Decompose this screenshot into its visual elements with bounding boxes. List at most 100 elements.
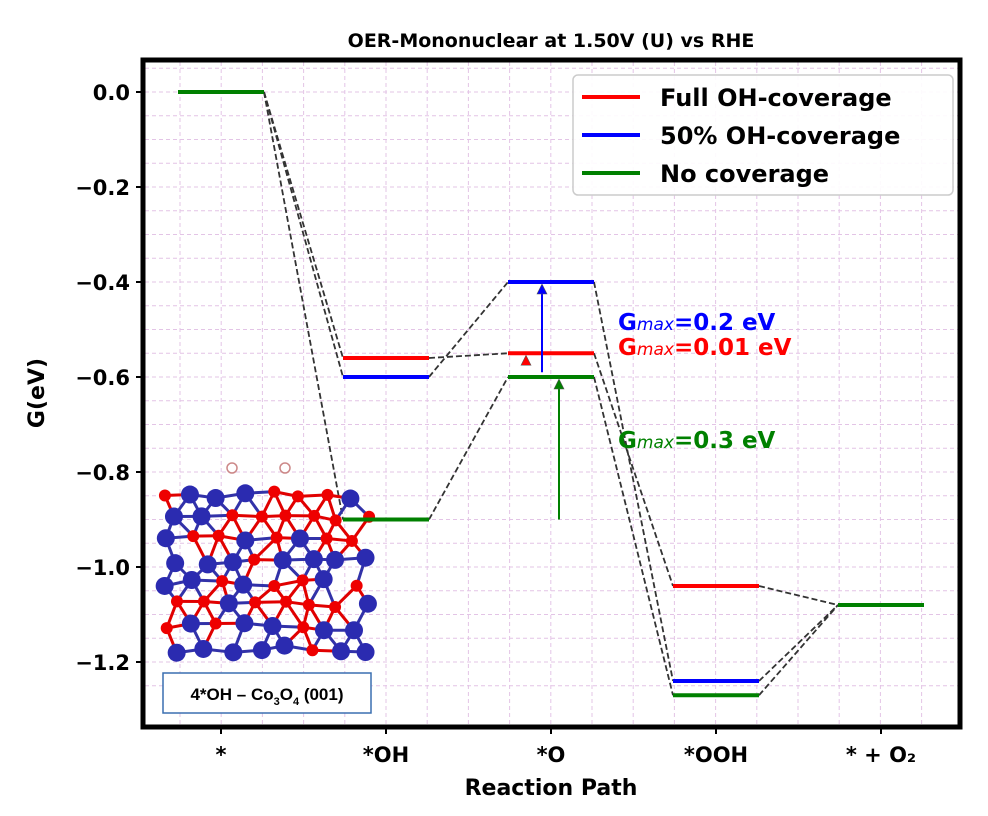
hydrogen-atom <box>226 462 238 474</box>
oxygen-atom <box>297 621 310 634</box>
hydrogen-atom <box>279 462 291 474</box>
cobalt-atom <box>198 555 217 574</box>
cobalt-atom <box>206 489 225 508</box>
x-tick-label: * <box>216 743 227 767</box>
oxygen-atom <box>345 534 358 547</box>
legend-box <box>572 74 954 196</box>
legend-label: 50% OH-coverage <box>660 122 900 150</box>
oxygen-atom <box>216 575 229 588</box>
connector-line <box>593 281 674 682</box>
oxygen-atom <box>308 509 321 522</box>
oxygen-atom <box>279 595 292 608</box>
oxygen-atom <box>296 574 309 587</box>
oxygen-atom <box>248 553 261 566</box>
cobalt-atom <box>224 643 243 662</box>
x-tick-label: *OH <box>363 743 409 767</box>
oxygen-atom <box>302 598 315 611</box>
oxygen-atom <box>329 514 342 527</box>
oxygen-atom <box>158 489 171 502</box>
cobalt-atom <box>164 507 183 526</box>
y-tick-label: −0.4 <box>75 271 130 295</box>
cobalt-atom <box>180 485 199 504</box>
gmax-annotation: Gmax=0.2 eV <box>618 310 776 336</box>
gmax-arrows <box>520 283 565 520</box>
oxygen-atom <box>187 530 200 543</box>
connector-line <box>593 352 674 587</box>
gmax-arrow-head <box>520 354 532 366</box>
cobalt-atom <box>252 641 271 660</box>
legend-label: Full OH-coverage <box>660 84 892 112</box>
cobalt-atom <box>219 594 238 613</box>
gmax-annotation: Gmax=0.3 eV <box>618 428 776 454</box>
cobalt-atom <box>167 643 186 662</box>
cobalt-atom <box>304 550 323 569</box>
connector-line <box>428 352 509 359</box>
oxygen-atom <box>270 531 283 544</box>
gmax-arrow-head <box>536 283 548 295</box>
cobalt-atom <box>181 614 200 633</box>
connector-line <box>758 585 839 606</box>
cobalt-atom <box>275 636 294 655</box>
cobalt-atom <box>341 489 360 508</box>
oxygen-atom <box>291 490 304 503</box>
y-axis-label: G(eV) <box>25 358 50 428</box>
y-tick-label: −0.8 <box>75 461 130 485</box>
cobalt-atom <box>326 550 345 569</box>
oxygen-atom <box>329 601 342 614</box>
cobalt-atom <box>358 594 377 613</box>
oxygen-atom <box>321 488 334 501</box>
oxygen-atom <box>197 595 210 608</box>
gmax-arrow-head <box>553 378 565 390</box>
oxygen-atom <box>320 532 333 545</box>
cobalt-atom <box>234 575 253 594</box>
x-axis-label: Reaction Path <box>465 776 638 801</box>
cobalt-atom <box>194 639 213 658</box>
oxygen-atom <box>268 579 281 592</box>
cobalt-atom <box>236 531 255 550</box>
oxygen-atom <box>226 509 239 522</box>
connector-line <box>758 604 839 696</box>
cobalt-atom <box>273 551 292 570</box>
cobalt-atom <box>155 576 174 595</box>
cobalt-atom <box>223 553 242 572</box>
gmax-annotation: Gmax=0.01 eV <box>618 335 792 361</box>
cobalt-atom <box>356 548 375 567</box>
oxygen-atom <box>268 485 281 498</box>
connector-line <box>263 91 344 520</box>
connector-line <box>263 91 344 378</box>
legend-label: No coverage <box>660 160 829 188</box>
connector-line <box>593 376 674 696</box>
legend: Full OH-coverage 50% OH-coverage No covera… <box>572 74 954 196</box>
cobalt-atom <box>166 554 185 573</box>
y-tick-label: −1.2 <box>75 651 130 675</box>
connector-line <box>428 281 509 378</box>
inset-label-box: 4*OH – Co3O4 (001) <box>162 672 372 714</box>
x-ticks: **OH*O*OOH* + O₂ <box>216 727 916 767</box>
y-tick-label: −0.6 <box>75 366 130 390</box>
connectors <box>263 91 839 696</box>
oxygen-atom <box>249 596 262 609</box>
cobalt-atom <box>236 484 255 503</box>
plot-frame <box>140 57 963 730</box>
cobalt-atom <box>344 621 363 640</box>
cobalt-atom <box>356 643 375 662</box>
y-tick-label: 0.0 <box>93 81 130 105</box>
connector-line <box>428 376 509 520</box>
cobalt-atom <box>235 614 254 633</box>
y-ticks: 0.0−0.2−0.4−0.6−0.8−1.0−1.2 <box>75 81 143 675</box>
cobalt-atom <box>156 529 175 548</box>
chart-title: OER-Mononuclear at 1.50V (U) vs RHE <box>348 30 755 52</box>
cobalt-atom <box>192 507 211 526</box>
cobalt-atom <box>332 642 351 661</box>
x-tick-label: * + O₂ <box>846 743 916 767</box>
y-tick-label: −1.0 <box>75 556 130 580</box>
inset-label: 4*OH – Co3O4 (001) <box>190 685 343 708</box>
structure-inset <box>155 462 377 662</box>
cobalt-atom <box>314 621 333 640</box>
oxygen-atom <box>160 622 173 635</box>
oxygen-atom <box>209 617 222 630</box>
cobalt-atom <box>182 571 201 590</box>
oxygen-atom <box>279 509 292 522</box>
cobalt-atom <box>290 529 309 548</box>
